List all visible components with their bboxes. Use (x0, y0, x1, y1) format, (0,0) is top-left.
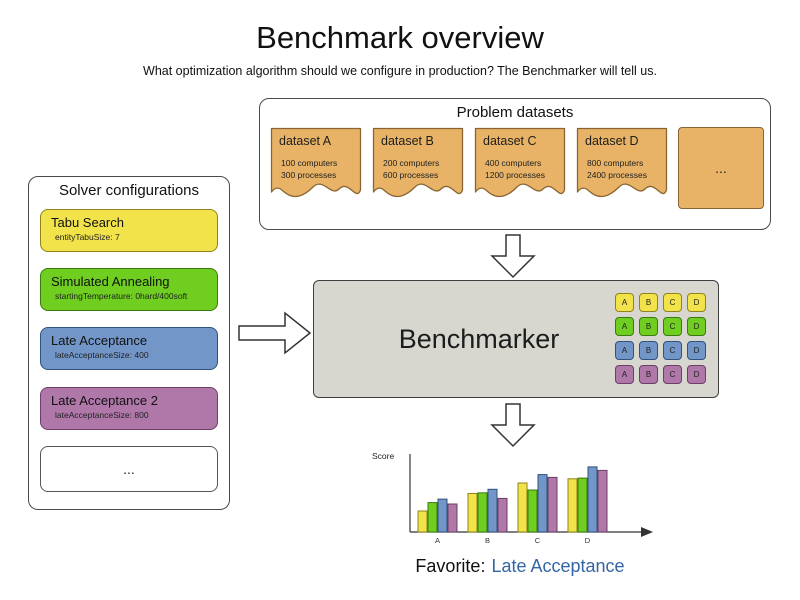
solver-param: lateAcceptanceSize: 800 (55, 410, 149, 420)
benchmark-cell-b: B (639, 341, 658, 360)
solver-param: entityTabuSize: 7 (55, 232, 120, 242)
solver-name: Simulated Annealing (51, 274, 170, 289)
benchmark-cell-c: C (663, 317, 682, 336)
solvers-panel-title: Solver configurations (58, 182, 200, 199)
dataset-card-a: dataset A 100 computers 300 processes (270, 127, 362, 211)
benchmark-cell-a: A (615, 317, 634, 336)
solver-card-more: ... (40, 446, 218, 492)
dataset-card-d: dataset D 800 computers 2400 processes (576, 127, 668, 211)
benchmark-cell-d: D (687, 293, 706, 312)
arrow-datasets-to-benchmarker-icon (490, 234, 536, 279)
benchmark-cell-a: A (615, 365, 634, 384)
chart-bar-b (497, 497, 508, 533)
dataset-name: dataset B (381, 134, 434, 148)
chart-category-label: C (535, 536, 541, 545)
benchmark-cell-b: B (639, 365, 658, 384)
chart-bar-d (597, 469, 608, 533)
dataset-computers: 400 computers (485, 158, 542, 168)
solver-configurations-panel: Solver configurations Tabu Search entity… (28, 176, 230, 510)
benchmarker-label: Benchmarker (398, 323, 560, 354)
page-title: Benchmark overview (256, 20, 544, 55)
chart-bar-d (587, 466, 598, 533)
favorite-value: Late Acceptance (491, 556, 625, 576)
solver-card-tabu-search: Tabu Search entityTabuSize: 7 (40, 209, 218, 252)
arrow-solvers-to-benchmarker-icon (238, 311, 312, 355)
benchmark-cell-c: C (663, 293, 682, 312)
benchmark-cell-a: A (615, 293, 634, 312)
solver-param: lateAcceptanceSize: 400 (55, 350, 149, 360)
chart-x-axis-arrowhead (641, 527, 653, 537)
benchmark-cell-d: D (687, 365, 706, 384)
dataset-card-b: dataset B 200 computers 600 processes (372, 127, 464, 211)
dataset-computers: 100 computers (281, 158, 338, 168)
chart-ylabel: Score (372, 451, 394, 461)
chart-bar-c (517, 482, 528, 533)
chart-bar-c (547, 476, 558, 533)
chart-category-label: B (485, 536, 490, 545)
benchmark-cell-d: D (687, 341, 706, 360)
solver-name: Late Acceptance 2 (51, 393, 158, 408)
chart-category-label: A (435, 536, 440, 545)
chart-bar-b (487, 488, 498, 533)
chart-bar-c (527, 489, 538, 533)
solver-param: startingTemperature: 0hard/400soft (55, 291, 188, 301)
chart-bar-a (437, 498, 448, 533)
benchmark-cell-c: C (663, 341, 682, 360)
dataset-computers: 200 computers (383, 158, 440, 168)
chart-bar-d (567, 478, 578, 533)
solver-name: Tabu Search (51, 215, 124, 230)
benchmark-cell-a: A (615, 341, 634, 360)
dataset-card-more: ... (678, 127, 764, 209)
dataset-document-icon (270, 127, 362, 198)
chart-bar-a (447, 503, 458, 533)
dataset-processes: 600 processes (383, 170, 439, 180)
dataset-name: dataset C (483, 134, 537, 148)
dataset-document-icon (372, 127, 464, 198)
arrow-benchmarker-to-chart-icon (490, 403, 536, 448)
chart-bar-b (477, 492, 488, 533)
chart-bar-b (467, 493, 478, 533)
page-subtitle: What optimization algorithm should we co… (143, 64, 657, 78)
dataset-card-c: dataset C 400 computers 1200 processes (474, 127, 566, 211)
chart-bar-d (577, 477, 588, 533)
benchmark-cell-c: C (663, 365, 682, 384)
benchmark-cell-b: B (639, 317, 658, 336)
problem-datasets-panel: Problem datasets dataset A 100 computers… (259, 98, 771, 230)
benchmark-cell-d: D (687, 317, 706, 336)
favorite-result: Favorite:Late Acceptance (340, 556, 700, 577)
dataset-document-icon (474, 127, 566, 198)
dataset-computers: 800 computers (587, 158, 644, 168)
chart-bar-a (427, 502, 438, 533)
benchmark-cell-b: B (639, 293, 658, 312)
score-chart: Score A B C D (358, 446, 658, 554)
dataset-processes: 2400 processes (587, 170, 648, 180)
dataset-name: dataset D (585, 134, 639, 148)
favorite-label: Favorite: (415, 556, 486, 576)
solver-card-simulated-annealing: Simulated Annealing startingTemperature:… (40, 268, 218, 311)
dataset-processes: 1200 processes (485, 170, 546, 180)
solver-name: Late Acceptance (51, 333, 148, 348)
chart-bar-a (417, 510, 428, 533)
dataset-processes: 300 processes (281, 170, 337, 180)
datasets-panel-title: Problem datasets (456, 104, 574, 121)
solver-card-late-acceptance-2: Late Acceptance 2 lateAcceptanceSize: 80… (40, 387, 218, 430)
dataset-document-icon (576, 127, 668, 198)
chart-category-label: D (585, 536, 591, 545)
solver-card-late-acceptance: Late Acceptance lateAcceptanceSize: 400 (40, 327, 218, 370)
dataset-name: dataset A (279, 134, 332, 148)
solver-more-label: ... (123, 461, 135, 477)
dataset-more-label: ... (715, 160, 727, 176)
chart-bar-c (537, 474, 548, 533)
